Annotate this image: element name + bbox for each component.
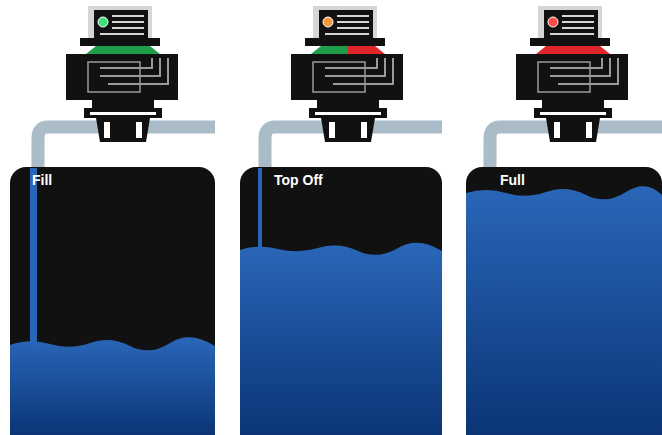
tank: Top Off (240, 167, 442, 435)
tank: Full (466, 167, 662, 435)
tank: Fill (10, 167, 215, 435)
state-label: Fill (32, 172, 52, 188)
state-label: Top Off (274, 172, 323, 188)
state-label: Full (500, 172, 525, 188)
